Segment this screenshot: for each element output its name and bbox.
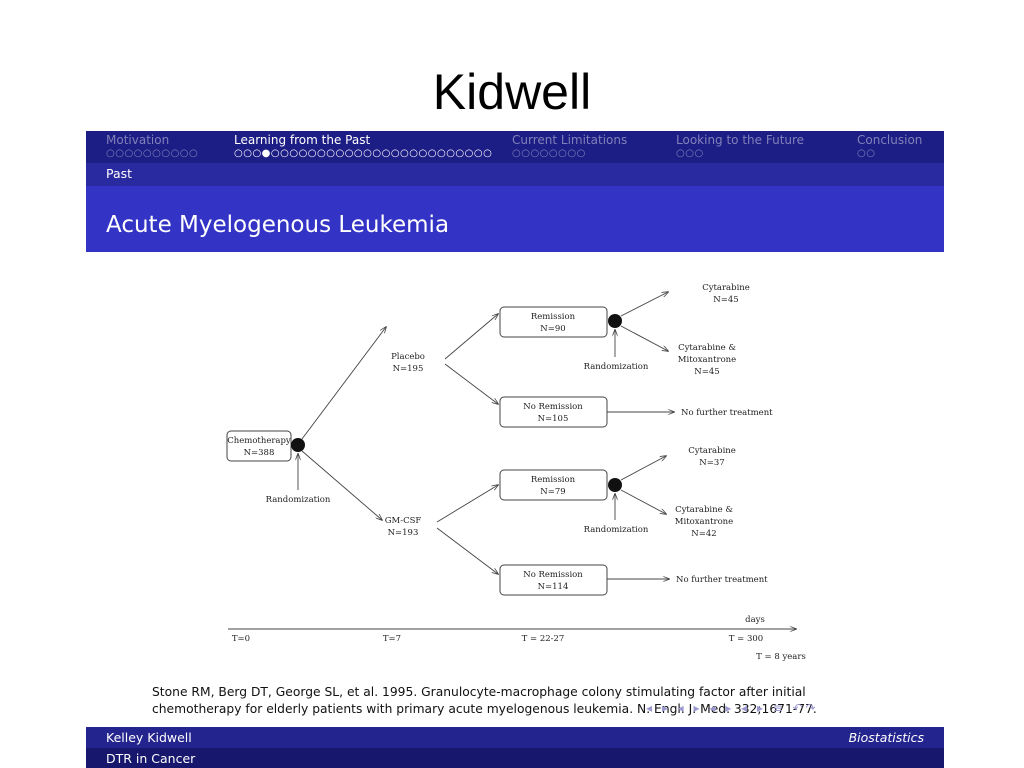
trial-design-diagram: Chemotherapy N=388 Randomization Placebo… [226, 283, 806, 662]
citation: Stone RM, Berg DT, George SL, et al. 199… [152, 684, 852, 718]
nav-section-looking-to-the-future[interactable]: Looking to the Future ○○○ [676, 133, 804, 161]
randomization-label: Randomization [266, 495, 331, 505]
placebo-label: Placebo [391, 352, 425, 362]
nav-section-label: Learning from the Past [234, 133, 371, 147]
nav-section-conclusion[interactable]: Conclusion ○○ [857, 133, 922, 161]
remission-box-gmcsf [499, 469, 608, 501]
timeline-unit-label: days [745, 615, 765, 625]
nav-section-current-limitations[interactable]: Current Limitations ○○○○○○○○ [512, 133, 627, 161]
footer-institute: Biostatistics [848, 730, 924, 745]
footer-short-title: DTR in Cancer [106, 751, 196, 766]
branch-placebo-noremission [444, 363, 498, 404]
citation-line: chemotherapy for elderly patients with p… [152, 702, 817, 716]
nav-frame-dots: ○○○○○○○○ [512, 148, 586, 159]
randomization-node [608, 478, 622, 492]
cytarabine-mitoxantrone-label-2: Mitoxantrone [678, 355, 736, 365]
timeline-t300: T = 300 [729, 634, 763, 644]
remission-box-placebo [499, 306, 608, 338]
citation-line: Stone RM, Berg DT, George SL, et al. 199… [152, 685, 806, 699]
remission-n: N=90 [540, 324, 565, 334]
branch-gmcsf-remission [436, 485, 498, 523]
cytarabine-mitoxantrone-label-1: Cytarabine & [675, 505, 733, 515]
branch-to-cytarabine-mitoxantrone [620, 325, 668, 351]
cytarabine-n: N=37 [699, 458, 724, 468]
frame-title-bar: Acute Myelogenous Leukemia [86, 186, 944, 252]
timeline-t7: T=7 [383, 634, 401, 644]
branch-to-cytarabine [620, 456, 666, 481]
slide: Motivation ○○○○○○○○○○ Learning from the … [86, 131, 944, 768]
nav-frame-dots: ○○○ [676, 148, 704, 159]
randomization-node [608, 314, 622, 328]
randomization-label: Randomization [584, 362, 649, 372]
cytarabine-label: Cytarabine [702, 283, 750, 293]
beamer-navigation-symbols[interactable]: ◂ ▸ ◂ ▸ ◂ ▸ ◂ ▸ ≡ ↶↷ [646, 701, 819, 715]
timeline-t22: T = 22-27 [522, 634, 565, 644]
chemotherapy-box [226, 430, 292, 462]
no-further-treatment-label: No further treatment [681, 408, 773, 418]
branch-to-cytarabine [620, 292, 668, 317]
remission-n: N=79 [540, 487, 565, 497]
nav-frame-dots: ○○○○○○○○○○ [106, 148, 199, 159]
chemotherapy-n: N=388 [244, 448, 275, 458]
nav-section-label: Looking to the Future [676, 133, 805, 147]
no-further-treatment-label: No further treatment [676, 575, 768, 585]
nav-section-learning-from-the-past[interactable]: Learning from the Past ○○○●○○○○○○○○○○○○○… [234, 133, 492, 161]
timeline-t8years: T = 8 years [756, 652, 806, 662]
branch-to-cytarabine-mitoxantrone [620, 489, 666, 514]
nav-section-motivation[interactable]: Motivation ○○○○○○○○○○ [106, 133, 198, 161]
cytarabine-mitoxantrone-n: N=45 [694, 367, 719, 377]
nav-section-label: Motivation [106, 133, 170, 147]
cytarabine-mitoxantrone-label-2: Mitoxantrone [675, 517, 733, 527]
cytarabine-mitoxantrone-label-1: Cytarabine & [678, 343, 736, 353]
randomization-label: Randomization [584, 525, 649, 535]
timeline-t0: T=0 [232, 634, 250, 644]
placebo-n: N=195 [393, 364, 424, 374]
cytarabine-mitoxantrone-n: N=42 [691, 529, 716, 539]
chemotherapy-label: Chemotherapy [227, 436, 291, 446]
nav-section-label: Conclusion [857, 133, 923, 147]
branch-placebo-remission [444, 314, 498, 360]
remission-label: Remission [531, 475, 576, 485]
nav-section-label: Current Limitations [512, 133, 628, 147]
no-remission-n: N=114 [538, 582, 569, 592]
footer-author: Kelley Kidwell [106, 730, 192, 745]
cytarabine-label: Cytarabine [688, 446, 736, 456]
branch-to-gmcsf [301, 450, 382, 520]
gmcsf-n: N=193 [388, 528, 419, 538]
no-remission-n: N=105 [538, 414, 569, 424]
subsection-bar: Past [86, 163, 944, 186]
no-remission-label: No Remission [523, 402, 583, 412]
randomization-node [291, 438, 305, 452]
footer-title-bar: DTR in Cancer [86, 748, 944, 768]
nav-frame-dots: ○○○●○○○○○○○○○○○○○○○○○○○○○○○○ [234, 148, 493, 159]
cytarabine-n: N=45 [713, 295, 738, 305]
no-remission-label: No Remission [523, 570, 583, 580]
branch-gmcsf-noremission [436, 527, 498, 574]
section-navbar: Motivation ○○○○○○○○○○ Learning from the … [86, 131, 944, 163]
frame-title: Acute Myelogenous Leukemia [106, 212, 450, 238]
page-title: Kidwell [432, 64, 592, 120]
branch-to-placebo [301, 327, 386, 440]
remission-label: Remission [531, 312, 576, 322]
footer-author-bar: Kelley Kidwell Biostatistics [86, 727, 944, 748]
nav-frame-dots: ○○ [857, 148, 876, 159]
subsection-label: Past [106, 166, 133, 181]
no-remission-box-gmcsf [499, 564, 608, 596]
gmcsf-label: GM-CSF [385, 516, 422, 526]
